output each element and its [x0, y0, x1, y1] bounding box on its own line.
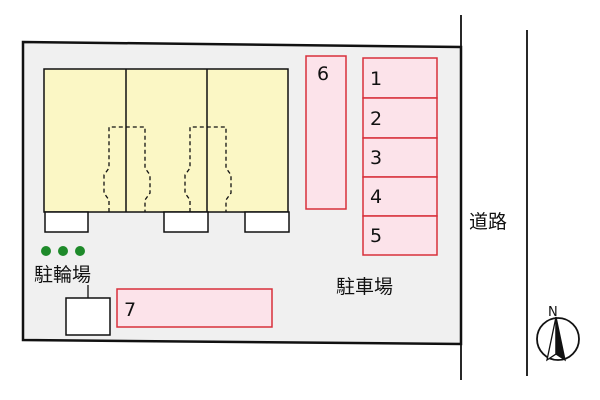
parking-space-7 — [116, 288, 273, 328]
car-parking-label: 駐車場 — [336, 276, 393, 298]
bicycle-shed — [65, 297, 111, 336]
apartment-building — [43, 68, 290, 233]
bike-dot — [75, 246, 85, 256]
north-arrow: N — [536, 305, 580, 362]
parking-number-5: 5 — [370, 225, 382, 247]
compass-needle — [555, 316, 566, 362]
parking-space-5 — [362, 215, 438, 256]
bicycle-parking-label: 駐輪場 — [34, 264, 91, 286]
parking-number-2: 2 — [370, 108, 382, 130]
parking-number-4: 4 — [370, 186, 382, 208]
parking-space-4 — [362, 176, 438, 217]
bicycle-parking: 駐輪場 — [34, 246, 111, 336]
parking-number-6: 6 — [317, 63, 329, 85]
parking-number-3: 3 — [370, 147, 382, 169]
parking-number-7: 7 — [124, 299, 136, 321]
building-outline — [43, 68, 289, 213]
parking-numbers: 6 1 2 3 4 5 7 — [124, 63, 382, 321]
road-label: 道路 — [469, 211, 507, 233]
entrance-box — [244, 211, 290, 233]
stair-outline — [103, 126, 151, 212]
entrance-box — [44, 211, 89, 233]
parking-space-6 — [305, 55, 347, 210]
entrance-box — [163, 211, 209, 233]
road: 道路 — [460, 15, 528, 380]
parking-space-3 — [362, 137, 438, 178]
parking-area — [116, 55, 438, 328]
bike-dot — [58, 246, 68, 256]
bike-dot — [41, 246, 51, 256]
parking-number-1: 1 — [370, 68, 382, 90]
north-label: N — [548, 305, 558, 320]
stair-outline — [184, 126, 232, 212]
